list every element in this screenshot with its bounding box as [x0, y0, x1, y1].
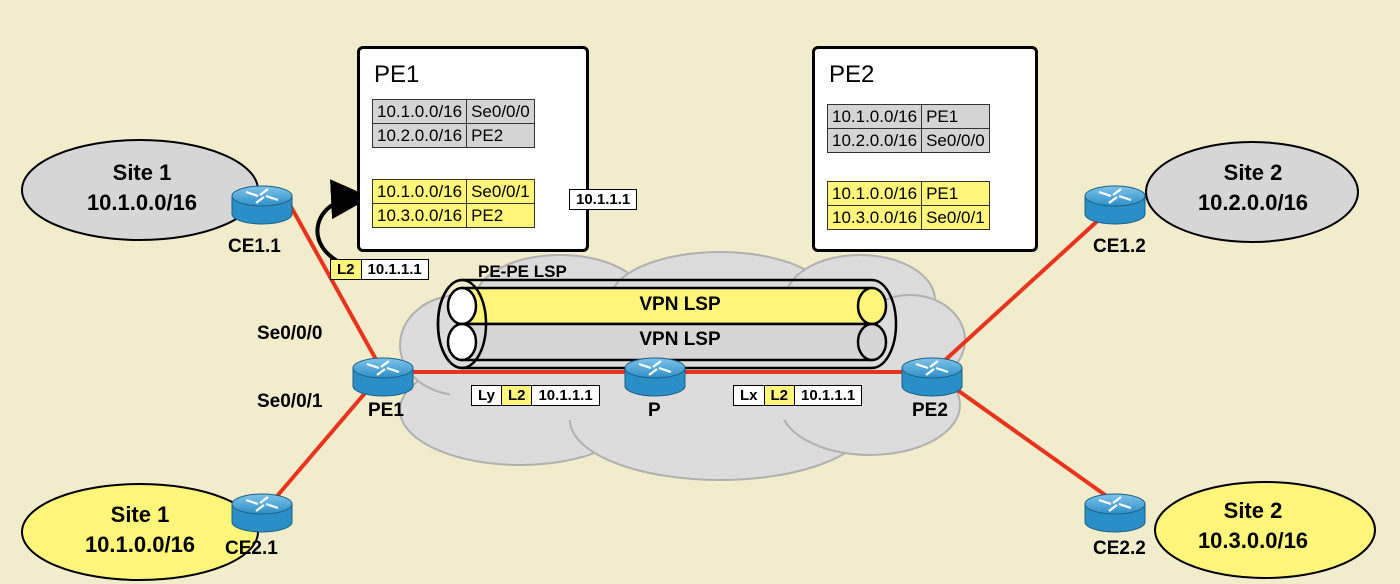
site-name: Site 2 [1223, 160, 1283, 185]
vpn-lsp-top-tube [460, 286, 874, 326]
router-icon-ce22 [1084, 493, 1146, 533]
prefix-cell: 10.1.0.0/16 [371, 179, 468, 204]
site2-top-label: Site 2 10.2.0.0/16 [1178, 158, 1328, 218]
router-icon-ce21 [231, 493, 293, 533]
nexthop-cell: PE1 [921, 104, 990, 129]
site-prefix: 10.2.0.0/16 [1197, 190, 1309, 215]
l2-label: L2 [764, 386, 796, 405]
nexthop-cell: PE2 [466, 203, 535, 228]
site1-top-label: Site 1 10.1.0.0/16 [72, 158, 212, 218]
nexthop-cell: Se0/0/1 [921, 205, 990, 230]
nexthop-cell: Se0/0/1 [466, 179, 535, 204]
label-stack-top: L2 10.1.1.1 [330, 259, 429, 280]
router-label-ce11: CE1.1 [228, 236, 281, 257]
interface-se000-label: Se0/0/0 [257, 323, 323, 344]
pe-pe-lsp-label: PE-PE LSP [478, 262, 567, 281]
link-pe2-ce12 [930, 203, 1117, 374]
nexthop-cell: PE2 [466, 123, 535, 148]
l2-label: L2 [501, 386, 533, 405]
address-cell: 10.1.1.1 [367, 261, 422, 278]
routers [231, 185, 1146, 533]
interface-se001-label: Se0/0/1 [257, 391, 323, 412]
link-pe2-ce22 [930, 370, 1117, 504]
lsp-tunnels [436, 278, 898, 370]
router-label-pe1: PE1 [368, 400, 404, 421]
router-label-ce21: CE2.1 [225, 538, 278, 559]
nexthop-cell: Se0/0/0 [466, 99, 535, 124]
pe2-table-title: PE2 [829, 61, 875, 88]
site-name: Site 2 [1223, 498, 1283, 523]
prefix-cell: 10.1.0.0/16 [826, 181, 923, 206]
router-icon-pe2 [901, 357, 963, 397]
site1-bottom-label: Site 1 10.1.0.0/16 [70, 500, 210, 560]
nexthop-cell: Se0/0/0 [921, 128, 990, 153]
router-label-ce12: CE1.2 [1093, 236, 1146, 257]
site2-bottom-ellipse [1154, 481, 1376, 579]
router-icon-p [624, 357, 686, 397]
router-label-pe2: PE2 [912, 400, 948, 421]
vpn-lsp-bottom-label: VPN LSP [639, 329, 721, 350]
prefix-cell: 10.2.0.0/16 [371, 123, 468, 148]
link-ce11-pe1 [288, 204, 385, 373]
nexthop-cell: PE1 [921, 181, 990, 206]
site-prefix: 10.1.0.0/16 [86, 190, 198, 215]
site2-top-ellipse [1145, 141, 1359, 243]
address-cell: 10.1.1.1 [538, 387, 593, 404]
address-cell: 10.1.1.1 [576, 191, 631, 208]
address-cell: 10.1.1.1 [801, 387, 856, 404]
router-label-ce22: CE2.2 [1093, 538, 1146, 559]
site-name: Site 1 [110, 502, 170, 527]
site-name: Site 1 [112, 160, 172, 185]
prefix-cell: 10.1.0.0/16 [371, 99, 468, 124]
router-icon-ce12 [1084, 185, 1146, 225]
label-stack-pe1-p: Ly L2 10.1.1.1 [471, 385, 600, 406]
pe1-address-tag: 10.1.1.1 [569, 189, 638, 210]
vpn-lsp-top-label: VPN LSP [639, 294, 721, 315]
site-prefix: 10.1.0.0/16 [84, 532, 196, 557]
outer-label: Ly [472, 386, 502, 405]
prefix-cell: 10.3.0.0/16 [371, 203, 468, 228]
router-icon-ce11 [231, 185, 293, 225]
site2-bottom-label: Site 2 10.3.0.0/16 [1178, 496, 1328, 556]
prefix-cell: 10.3.0.0/16 [826, 205, 923, 230]
lookup-arrow [315, 179, 371, 267]
router-label-p: P [648, 400, 661, 421]
prefix-cell: 10.1.0.0/16 [826, 104, 923, 129]
pe1-table-title: PE1 [374, 61, 420, 88]
site-prefix: 10.3.0.0/16 [1197, 528, 1309, 553]
prefix-cell: 10.2.0.0/16 [826, 128, 923, 153]
label-stack-p-pe2: Lx L2 10.1.1.1 [733, 385, 863, 406]
outer-label: Lx [734, 386, 765, 405]
router-icon-pe1 [352, 357, 414, 397]
l2-label: L2 [331, 260, 362, 279]
